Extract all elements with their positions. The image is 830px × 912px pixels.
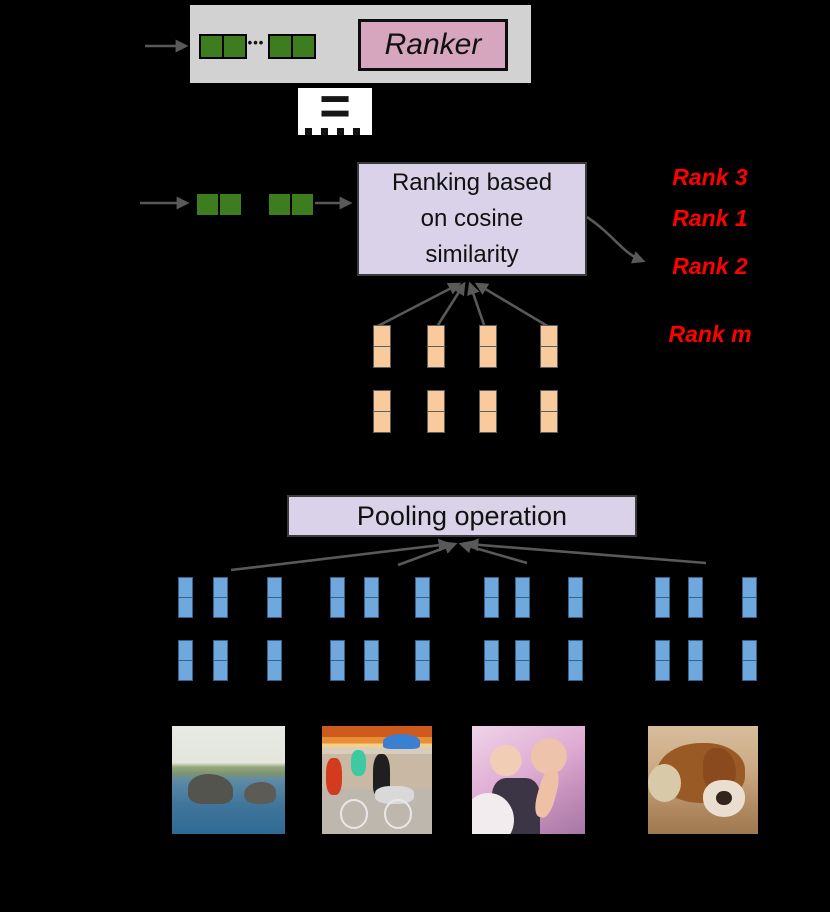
- rank-label-3: Rank 3: [672, 164, 748, 190]
- patch-embedding: [364, 640, 379, 681]
- ranker-box: Ranker: [358, 19, 508, 71]
- elephant-shape: [244, 782, 276, 804]
- arrow-group-4-to-pooling: [465, 538, 707, 565]
- person-shape: [350, 749, 366, 776]
- rank-label-m: Rank m: [668, 321, 752, 347]
- query-token-pair-top-2: [268, 34, 316, 59]
- pooled-embedding: [479, 325, 497, 368]
- patch-embedding: [515, 640, 530, 681]
- pooled-embedding: [427, 325, 445, 368]
- patch-embedding: [213, 640, 228, 681]
- ranking-box: Ranking based on cosine similarity: [357, 162, 587, 276]
- patch-embedding: [330, 640, 345, 681]
- ranking-box-line-3: similarity: [425, 241, 519, 268]
- query-token-pair-mid-2: [267, 192, 315, 217]
- patch-embedding: [742, 640, 757, 681]
- rank-label-2: Rank 2: [672, 253, 748, 279]
- arrow-pooled-1-to-ranking: [375, 282, 462, 329]
- query-token-pair-mid-1: [195, 192, 243, 217]
- photo-elephants: [172, 726, 285, 834]
- green-token: [290, 192, 315, 217]
- patch-embedding: [484, 640, 499, 681]
- pooled-embedding: [540, 390, 558, 433]
- arrow-group-3-to-pooling: [458, 540, 528, 565]
- equals-card: =: [298, 79, 372, 135]
- green-token: [222, 34, 247, 59]
- green-token: [218, 192, 243, 217]
- patch-embedding: [688, 640, 703, 681]
- arrow-pooled-3-to-ranking: [467, 281, 486, 326]
- patch-embedding: [178, 577, 193, 618]
- pooled-embedding: [427, 390, 445, 433]
- rank-label-1: Rank 1: [672, 205, 748, 231]
- wheel-shape: [339, 799, 368, 830]
- patch-embedding: [688, 577, 703, 618]
- patch-embedding: [742, 577, 757, 618]
- wheel-shape: [383, 799, 412, 830]
- ranking-box-line-2: on cosine: [420, 205, 524, 232]
- green-token: [268, 34, 293, 59]
- pooling-box: Pooling operation: [287, 495, 637, 537]
- pooling-box-label: Pooling operation: [356, 500, 568, 531]
- dog-nose-shape: [716, 790, 732, 805]
- arrow-group-1-to-pooling: [230, 538, 452, 572]
- dashed-line: [305, 128, 369, 135]
- patch-embedding: [415, 577, 430, 618]
- equals-symbol: =: [319, 76, 351, 136]
- arrow-pooled-2-to-ranking: [436, 281, 466, 326]
- patch-embedding: [267, 577, 282, 618]
- paw-fur-shape: [648, 763, 681, 802]
- elephant-shape: [187, 773, 233, 804]
- person-shape: [372, 754, 391, 796]
- patch-embedding: [213, 577, 228, 618]
- pooled-embedding: [540, 325, 558, 368]
- patch-embedding: [330, 577, 345, 618]
- patch-embedding: [364, 577, 379, 618]
- green-token: [195, 192, 220, 217]
- bicycle-shape: [374, 786, 415, 804]
- arrow-ranking-to-ranks: [586, 215, 646, 264]
- patch-embedding: [655, 577, 670, 618]
- photo-dog: [648, 726, 758, 834]
- patch-embedding: [568, 577, 583, 618]
- query-token-pair-top-1: [199, 34, 247, 59]
- green-token: [199, 34, 224, 59]
- umbrella-shape: [382, 733, 420, 749]
- patch-embedding: [655, 640, 670, 681]
- arrow-group-2-to-pooling: [397, 541, 458, 567]
- patch-embedding: [484, 577, 499, 618]
- person-shape: [326, 758, 342, 796]
- photo-street-bicycles: [322, 726, 432, 834]
- pooled-embedding: [479, 390, 497, 433]
- arrow-pooled-4-to-ranking: [474, 282, 550, 329]
- patch-embedding: [568, 640, 583, 681]
- patch-embedding: [178, 640, 193, 681]
- patch-embedding: [515, 577, 530, 618]
- patch-embedding: [415, 640, 430, 681]
- green-token: [267, 192, 292, 217]
- ranker-label: Ranker: [384, 28, 482, 61]
- green-token: [291, 34, 316, 59]
- ranking-box-line-1: Ranking based: [391, 169, 553, 196]
- pooled-embedding: [373, 390, 391, 433]
- pooled-embedding: [373, 325, 391, 368]
- photo-friends: [472, 726, 585, 834]
- patch-embedding: [267, 640, 282, 681]
- ellipsis-dots: •••: [247, 35, 265, 50]
